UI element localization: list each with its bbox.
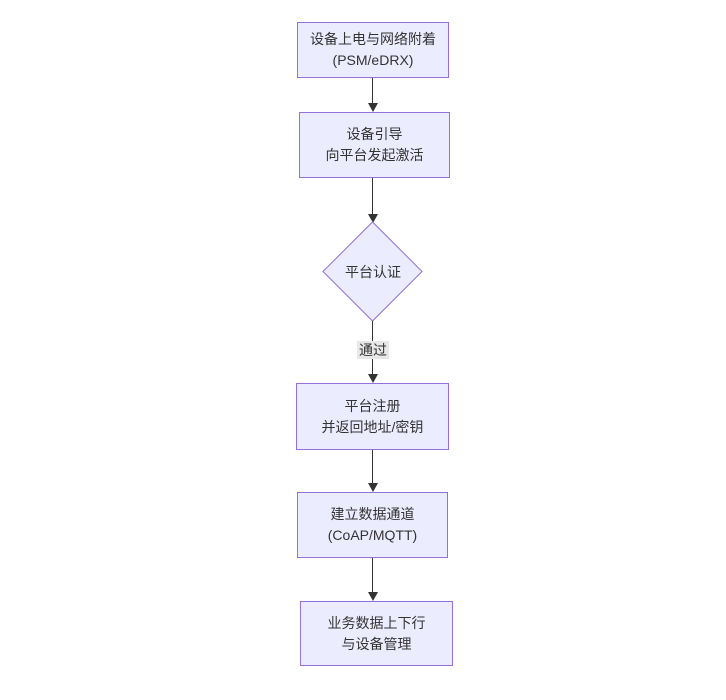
node-text-line: 平台注册 [344, 397, 401, 414]
flow-node-business: 业务数据上下行 与设备管理 [300, 601, 453, 666]
arrowhead-down-icon [368, 103, 378, 112]
flow-edge-line [372, 558, 373, 592]
flow-node-register: 平台注册 并返回地址/密钥 [296, 383, 449, 450]
flow-edge-line [372, 78, 373, 104]
node-text-line: (CoAP/MQTT) [327, 527, 418, 543]
node-text-line: 设备引导 [346, 126, 403, 142]
node-text-line: 设备上电与网络附着 [310, 31, 436, 47]
arrowhead-down-icon [368, 483, 378, 492]
node-text-line: 并返回地址/密钥 [321, 418, 424, 435]
flow-node-power-attach: 设备上电与网络附着 (PSM/eDRX) [297, 22, 449, 78]
node-text-line: 平台认证 [345, 264, 401, 280]
node-text-line: 业务数据上下行 [327, 614, 426, 631]
arrowhead-down-icon [368, 214, 378, 223]
node-text-line: (PSM/eDRX) [332, 52, 414, 68]
flow-edge-line [372, 178, 373, 214]
node-text-line: 向平台发起激活 [325, 147, 424, 163]
arrowhead-down-icon [368, 592, 378, 601]
flow-node-bootstrap: 设备引导 向平台发起激活 [299, 112, 450, 178]
node-text-line: 建立数据通道 [330, 506, 415, 522]
flow-node-data-channel: 建立数据通道 (CoAP/MQTT) [297, 492, 448, 558]
node-text-line: 与设备管理 [341, 635, 412, 652]
flow-edge-line [372, 450, 373, 483]
edge-label-pass: 通过 [357, 341, 389, 359]
arrowhead-down-icon [368, 374, 378, 383]
